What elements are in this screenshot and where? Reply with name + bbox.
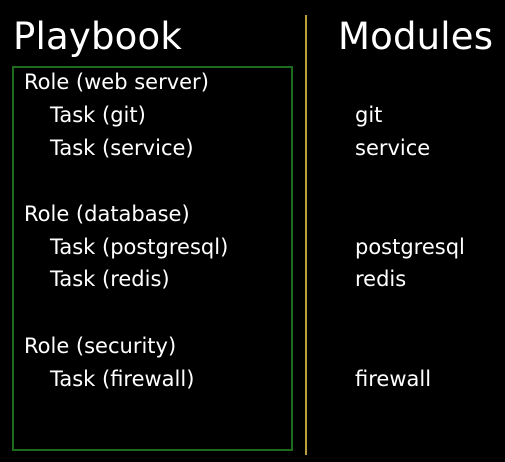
task-git: Task (git): [50, 103, 146, 127]
module-postgresql: postgresql: [355, 235, 465, 259]
task-postgresql: Task (postgresql): [50, 235, 229, 259]
modules-heading: Modules: [338, 15, 494, 58]
module-service: service: [355, 136, 431, 160]
task-redis: Task (redis): [50, 267, 170, 291]
task-service: Task (service): [50, 136, 194, 160]
task-firewall: Task (firewall): [50, 367, 195, 391]
role-database: Role (database): [24, 202, 190, 226]
module-firewall: firewall: [355, 367, 432, 391]
role-security: Role (security): [24, 334, 177, 358]
playbook-box: [12, 66, 293, 451]
role-web-server: Role (web server): [24, 70, 209, 94]
column-divider: [305, 15, 307, 455]
module-redis: redis: [355, 267, 407, 291]
playbook-heading: Playbook: [13, 15, 182, 58]
module-git: git: [355, 103, 383, 127]
